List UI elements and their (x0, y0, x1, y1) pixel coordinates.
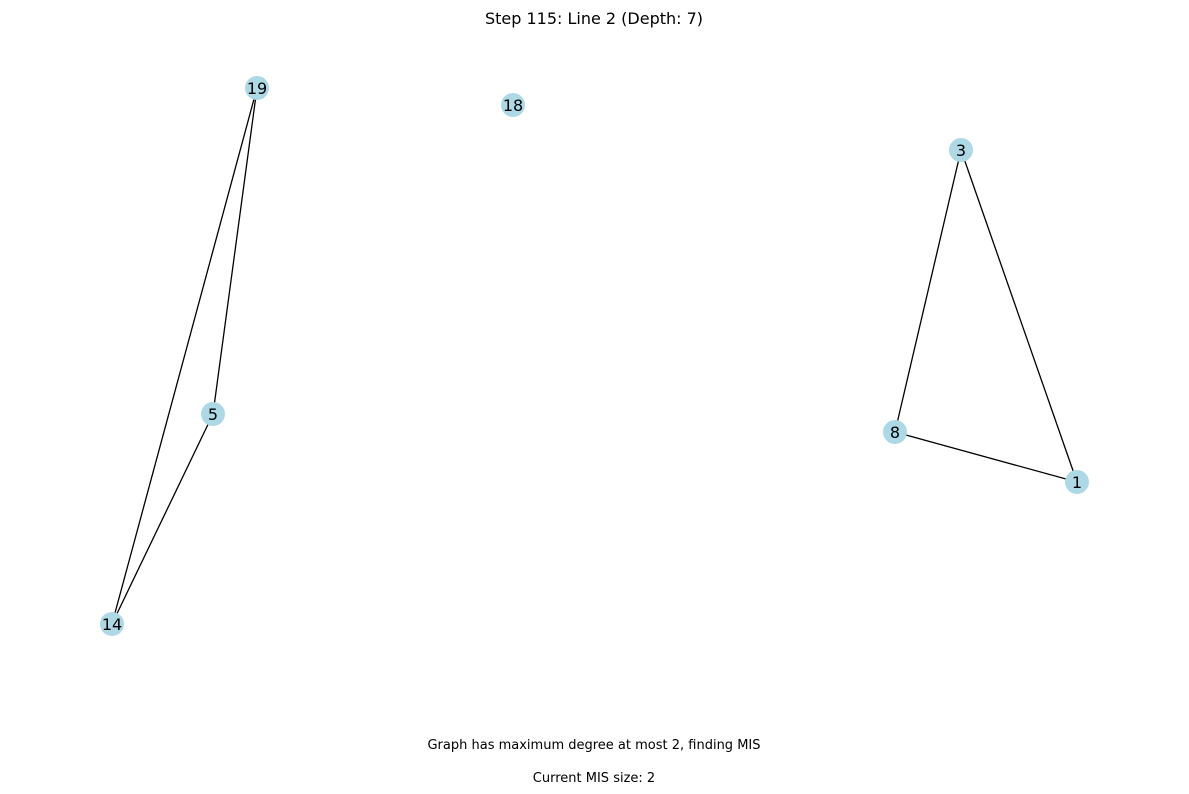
edge-3-8 (894, 149, 962, 433)
node-circle (883, 420, 907, 444)
node-circle (245, 76, 269, 100)
node-circle (501, 93, 525, 117)
edge-5-14 (111, 413, 214, 625)
node-circle (1065, 470, 1089, 494)
node-label: 18 (503, 96, 523, 115)
node-circle (949, 138, 973, 162)
node-18: 18 (501, 93, 525, 117)
node-1: 1 (1065, 470, 1089, 494)
node-5: 5 (201, 402, 225, 426)
node-layer: 19 18 3 5 8 1 14 (100, 76, 1089, 636)
node-label: 14 (102, 615, 122, 634)
node-label: 19 (247, 79, 267, 98)
edge-3-1 (960, 149, 1078, 483)
edge-layer (111, 87, 1078, 625)
node-label: 3 (956, 141, 966, 160)
node-circle (201, 402, 225, 426)
node-3: 3 (949, 138, 973, 162)
edge-19-5 (212, 87, 258, 415)
status-caption: Graph has maximum degree at most 2, find… (427, 738, 760, 753)
node-label: 8 (890, 423, 900, 442)
mis-size-caption: Current MIS size: 2 (533, 771, 655, 786)
node-label: 1 (1072, 473, 1082, 492)
node-14: 14 (100, 612, 124, 636)
node-8: 8 (883, 420, 907, 444)
edge-19-14 (111, 87, 258, 625)
node-circle (100, 612, 124, 636)
node-19: 19 (245, 76, 269, 100)
node-label: 5 (208, 405, 218, 424)
figure-title: Step 115: Line 2 (Depth: 7) (485, 9, 703, 28)
edge-8-1 (894, 431, 1078, 483)
